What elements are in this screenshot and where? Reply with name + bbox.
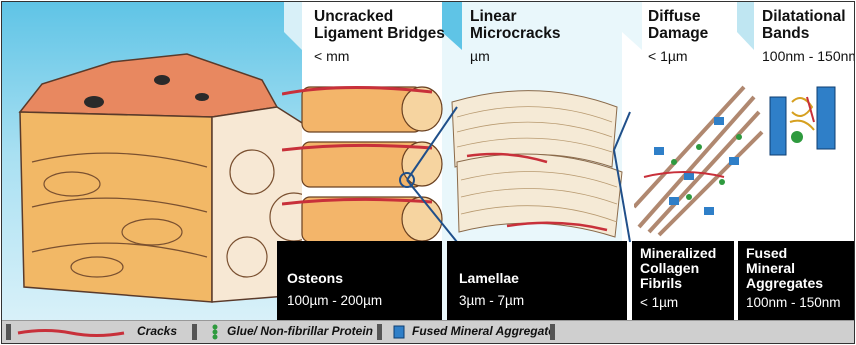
band-mineral-aggregates: Fused Mineral Aggregates 100nm - 150nm [738,241,854,320]
legend-label-cracks: Cracks [137,324,177,338]
band-osteons: Osteons 100µm - 200µm [277,241,442,320]
scale-sub-diffuse-damage: < 1µm [648,48,688,64]
scale-sub-ligament-bridges: < mm [314,48,349,64]
scale-title-ligament-bridges: Uncracked Ligament Bridges [314,8,445,42]
band-title-collagen-fibrils: Mineralized Collagen Fibrils [640,246,716,291]
mineral-aggregate-illustration [762,82,852,162]
legend-separator [550,324,555,340]
scale-sub-microcracks: µm [470,48,490,64]
band-title-lamellae: Lamellae [459,271,519,286]
glue-protein-icon [210,324,220,340]
scale-title-diffuse-damage: Diffuse Damage [648,8,708,42]
band-sub-osteons: 100µm - 200µm [287,293,382,308]
band-sub-collagen-fibrils: < 1µm [640,295,678,310]
band-sub-lamellae: 3µm - 7µm [459,293,524,308]
band-title-osteons: Osteons [287,271,343,286]
legend-bar: Cracks Glue/ Non-fibrillar Protein Fused… [2,320,854,344]
legend-label-glue: Glue/ Non-fibrillar Protein [227,324,373,338]
band-collagen-fibrils: Mineralized Collagen Fibrils < 1µm [632,241,734,320]
scale-title-dilatational-bands: Dilatational Bands [762,8,846,42]
legend-separator [377,324,382,340]
scale-sub-dilatational-bands: 100nm - 150nm [762,48,855,64]
collagen-fibrils-illustration [634,77,764,237]
band-lamellae: Lamellae 3µm - 7µm [447,241,627,320]
crack-icon [16,327,126,339]
legend-separator [192,324,197,340]
fused-mineral-icon [392,324,406,340]
legend-label-fused: Fused Mineral Aggregate [412,324,555,338]
band-sub-mineral-aggregates: 100nm - 150nm [746,295,841,310]
band-title-mineral-aggregates: Fused Mineral Aggregates [746,246,823,291]
legend-separator [6,324,11,340]
scale-title-microcracks: Linear Microcracks [470,8,560,42]
